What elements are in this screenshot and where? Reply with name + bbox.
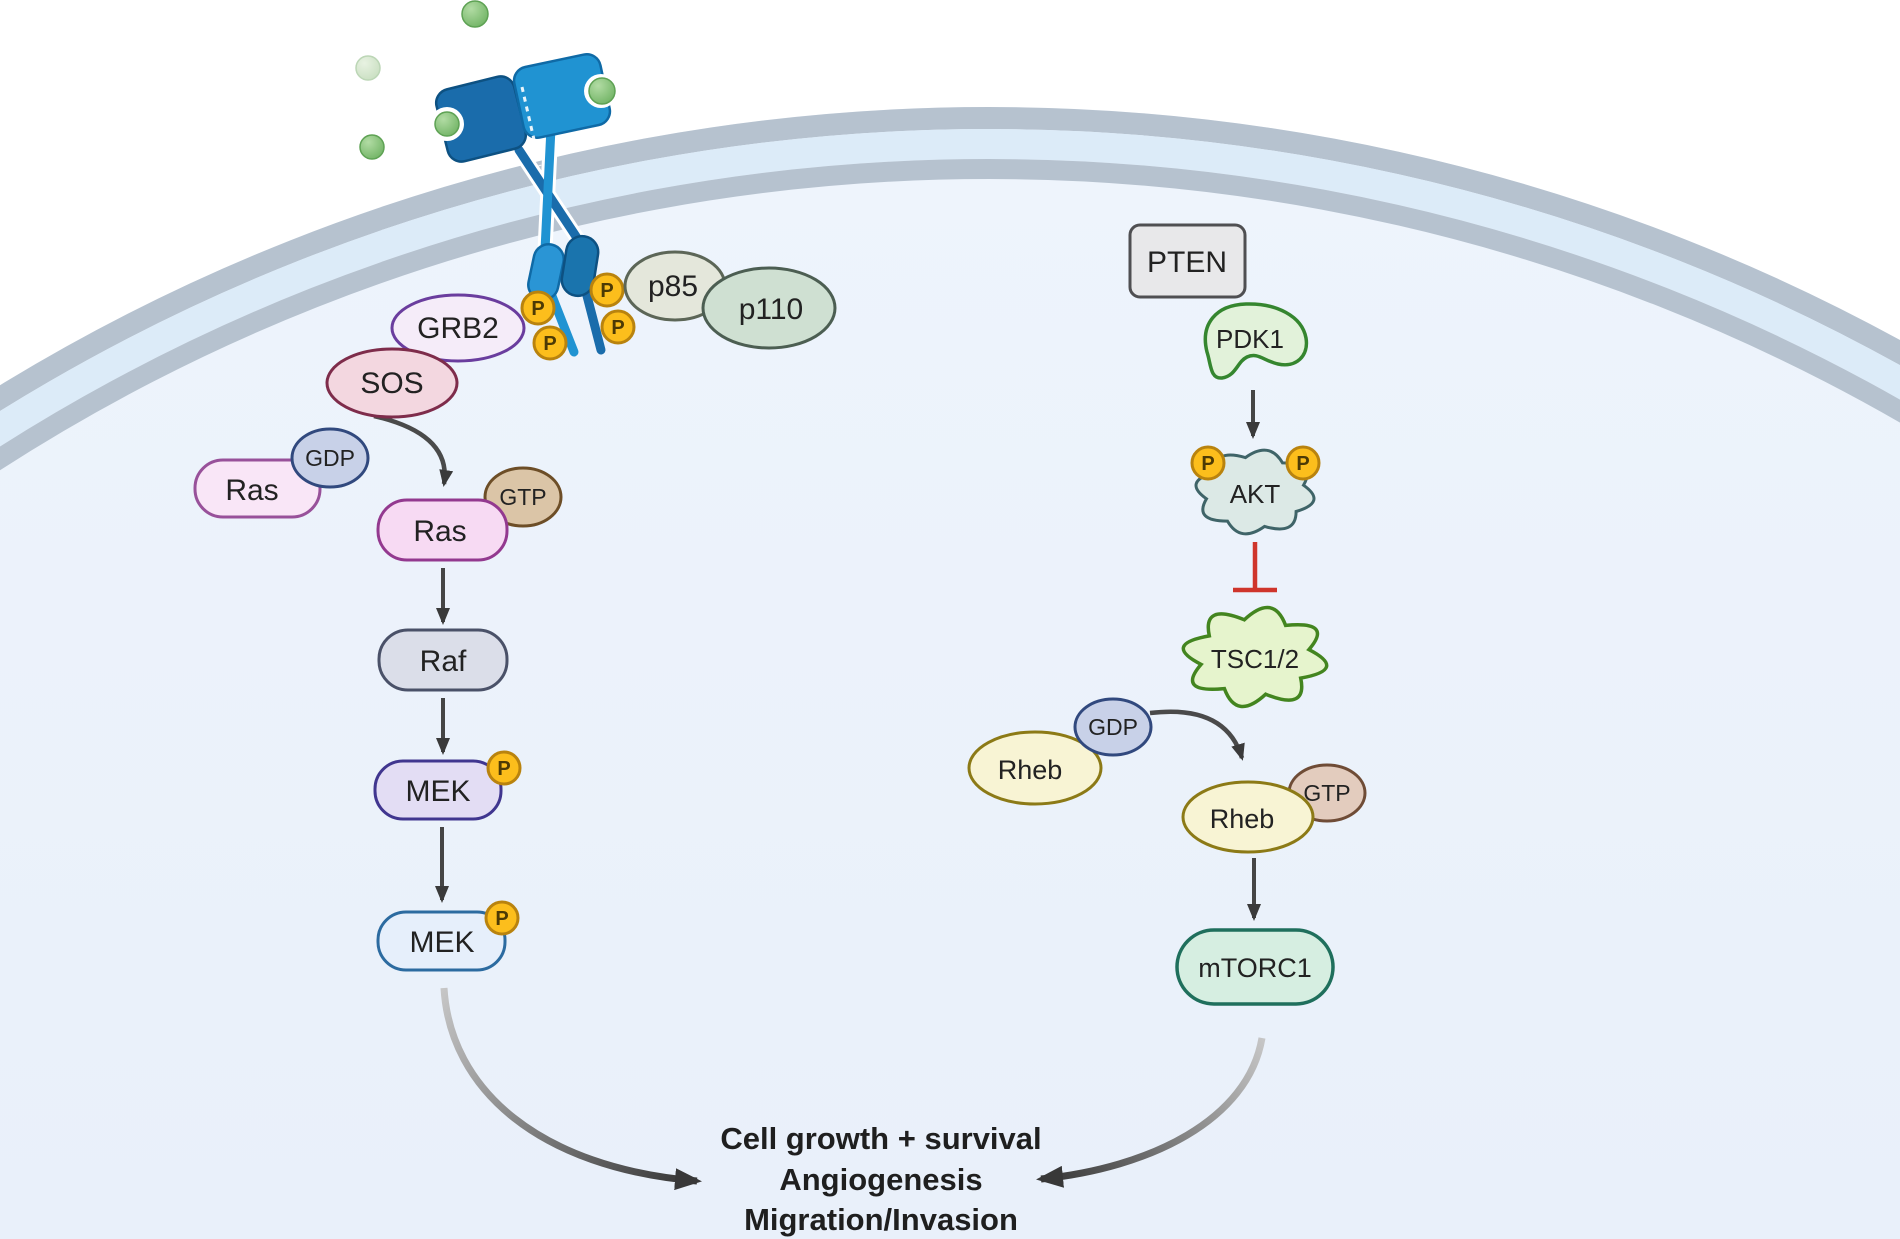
gdp-badge: [1073, 697, 1153, 757]
p110-label: p110: [739, 293, 804, 326]
receptor-kinase-domain-dark: [560, 234, 600, 298]
node-grb2: [390, 293, 526, 363]
gdp-badge-label: GDP: [305, 445, 355, 471]
phospho-label: P: [497, 758, 510, 780]
akt-branch: PTEN PDK1 AKT P P TSC1/2 Rheb GDP GTP Rh…: [967, 223, 1367, 1006]
node-raf: [377, 628, 509, 692]
phospho-label: P: [543, 333, 556, 355]
tsc12-label: TSC1/2: [1211, 644, 1299, 674]
pdk1-label: PDK1: [1216, 324, 1284, 354]
receptor-tail-light: [547, 291, 579, 357]
node-tsc12: [1181, 605, 1329, 709]
phospho-label: P: [1201, 453, 1214, 475]
rheb-active-label: Rheb: [1210, 804, 1275, 834]
cell-membrane: [0, 107, 1900, 1239]
grb2-label: GRB2: [417, 312, 499, 345]
gtp-badge-label: GTP: [1303, 780, 1350, 806]
node-mek-upper: MEK P: [373, 750, 522, 821]
membrane-inner-leaflet: [0, 159, 1900, 471]
phospho-label: P: [1296, 453, 1309, 475]
ligand-ball-icon: [434, 111, 460, 137]
receptor-tail-dark: [581, 287, 606, 355]
ligand-ball-icon: [588, 77, 616, 105]
node-p110: [701, 266, 837, 350]
node-sos: [325, 347, 459, 419]
phospho-icon: [532, 325, 568, 361]
mek-upper-label: MEK: [405, 775, 470, 808]
outcome-line-3: Migration/Invasion: [744, 1202, 1018, 1237]
rheb-active-shape: [1181, 780, 1315, 854]
raf-label: Raf: [420, 645, 467, 678]
outcome-line-2: Angiogenesis: [779, 1162, 982, 1197]
receptor-phosphosites: P P P P: [520, 272, 636, 361]
mapk-branch: GRB2 SOS Ras GDP GTP Ras Raf MEK P: [193, 293, 563, 972]
phospho-icon: [520, 290, 556, 326]
node-ras-gdp: Ras GDP: [193, 427, 370, 519]
gtp-badge-label: GTP: [499, 484, 546, 510]
gtp-badge: [483, 466, 563, 528]
outcome-line-1: Cell growth + survival: [720, 1121, 1041, 1156]
gdp-badge-label: GDP: [1088, 714, 1138, 740]
node-pdk1: [1203, 302, 1309, 380]
phospho-icon: [589, 272, 625, 308]
phospho-label: P: [495, 908, 508, 930]
rheb-inactive-shape: [967, 730, 1103, 806]
akt-label: AKT: [1230, 479, 1281, 509]
mek-upper-box: [373, 759, 503, 821]
ras-active-label: Ras: [413, 515, 466, 548]
phospho-icon: [600, 309, 636, 345]
ras-active-box: [376, 498, 509, 562]
gdp-badge: [290, 427, 370, 489]
phospho-icon: [486, 750, 522, 786]
arrow-sos-to-rasgtp: [373, 413, 454, 487]
p85-label: p85: [648, 270, 698, 303]
phospho-icon: [1190, 445, 1226, 481]
pi3k-complex: p85 p110: [623, 250, 837, 350]
node-mek-lower: MEK P: [376, 900, 520, 972]
phospho-icon: [484, 900, 520, 936]
pten-label: PTEN: [1147, 246, 1227, 279]
outcome-text: Cell growth + survival Angiogenesis Migr…: [720, 1121, 1041, 1237]
phospho-icon: [1285, 445, 1321, 481]
mek-lower-label: MEK: [409, 926, 474, 959]
phospho-label: P: [531, 298, 544, 320]
arrow-rhebgdp-to-rhebgtp: [1149, 709, 1245, 761]
arrow-mek-to-outcomes: [440, 987, 702, 1191]
membrane-gap: [0, 129, 1900, 447]
ras-inactive-label: Ras: [225, 474, 278, 507]
ligand-ball-icon: [359, 134, 385, 160]
sos-label: SOS: [360, 367, 423, 400]
node-mtorc1: [1175, 928, 1335, 1006]
arrow-mtorc1-to-outcomes: [1036, 1037, 1266, 1188]
ligand-ball-faded-icon: [355, 55, 381, 81]
receptor-dimer-seam: [520, 86, 542, 167]
node-pten: [1128, 223, 1247, 299]
node-ras-gtp: GTP Ras: [376, 466, 563, 562]
node-rheb-gtp: GTP Rheb: [1181, 763, 1367, 854]
rheb-inactive-label: Rheb: [998, 755, 1063, 785]
ligand-ball-icon: [461, 0, 489, 28]
mek-lower-box: [376, 910, 507, 972]
ras-inactive-box: [193, 458, 322, 519]
inhibition-akt-tsc: [1233, 542, 1277, 593]
phospho-label: P: [611, 317, 624, 339]
receptor-tyrosine-kinase: P P P P: [355, 0, 636, 361]
node-rheb-gdp: Rheb GDP: [967, 697, 1153, 806]
receptor-stem-light: [540, 123, 556, 255]
mtorc1-label: mTORC1: [1198, 953, 1312, 983]
membrane-outer-leaflet: [0, 107, 1900, 412]
phospho-label: P: [600, 280, 613, 302]
